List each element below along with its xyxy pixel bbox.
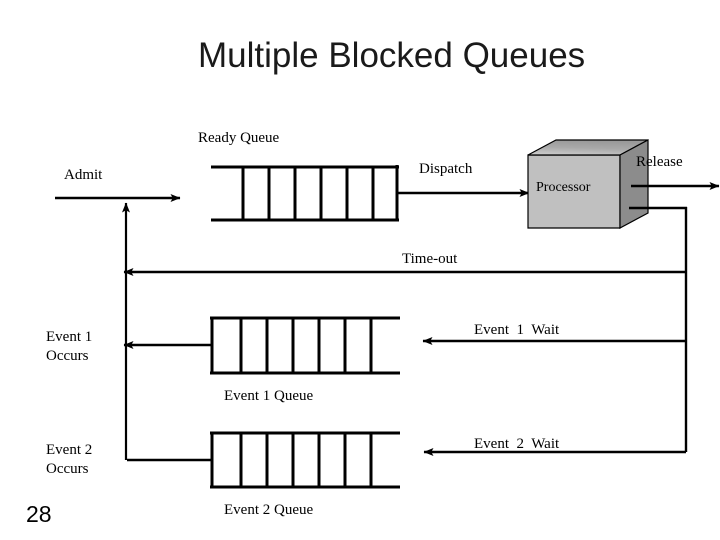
- label-admit: Admit: [64, 167, 103, 183]
- label-release: Release: [636, 154, 683, 170]
- label-event-2-occurs: Event 2 Occurs: [46, 442, 93, 477]
- label-processor: Processor: [536, 180, 591, 195]
- label-event-2-queue: Event 2 Queue: [224, 502, 314, 518]
- processor-block: [527, 138, 649, 230]
- label-timeout: Time-out: [402, 251, 458, 267]
- label-ready-queue: Ready Queue: [198, 130, 280, 146]
- right-return-bus: [629, 206, 688, 452]
- label-dispatch: Dispatch: [419, 161, 473, 177]
- label-event-2-wait: Event 2 Wait: [474, 436, 560, 452]
- label-event-1-occurs: Event 1 Occurs: [46, 329, 93, 364]
- page-title: Multiple Blocked Queues: [198, 36, 586, 75]
- label-event-1-wait: Event 1 Wait: [474, 322, 560, 338]
- slide-number: 28: [26, 501, 52, 527]
- event-1-queue: [210, 316, 400, 375]
- event-2-queue: [210, 431, 400, 489]
- ready-queue: [211, 165, 399, 222]
- label-event-1-queue: Event 1 Queue: [224, 388, 314, 404]
